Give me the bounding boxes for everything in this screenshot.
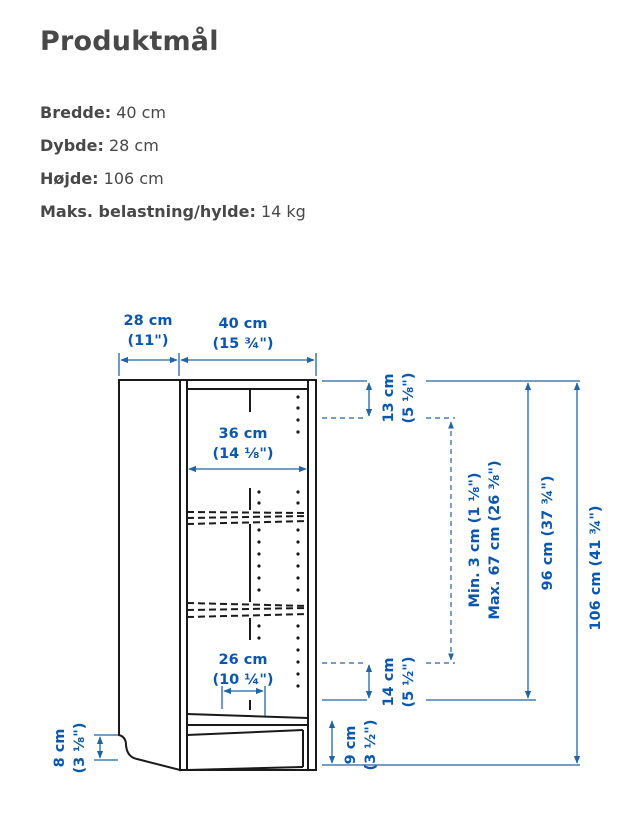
bottom-gap-inch-label: (5 ½") (401, 657, 417, 708)
dimension-diagram: 28 cm (11") 40 cm (15 ¾") 36 cm (14 ⅛") … (52, 313, 604, 774)
product-specs-list: Bredde: 40 cm Dybde: 28 cm Højde: 106 cm… (40, 96, 306, 228)
spec-depth: Dybde: 28 cm (40, 129, 306, 162)
spec-max-load: Maks. belastning/hylde: 14 kg (40, 195, 306, 228)
spec-value: 14 kg (260, 202, 306, 221)
top-gap-inch-label: (5 ⅛") (401, 373, 417, 424)
width-cm-label: 40 cm (219, 316, 268, 332)
shelf-pin-holes (257, 395, 300, 688)
dashed-guide-lines (322, 417, 455, 664)
spec-value: 40 cm (116, 103, 167, 122)
spec-value: 28 cm (108, 136, 159, 155)
inner-width-inch-label: (14 ⅛") (212, 446, 273, 462)
plinth-inch-label: (3 ½") (363, 720, 379, 771)
shelf-min-label: Min. 3 cm (1 ⅛") (467, 472, 483, 607)
spec-label: Maks. belastning/hylde: (40, 202, 256, 221)
spec-label: Højde: (40, 169, 99, 188)
total-height-label: 106 cm (41 ¾") (588, 505, 604, 630)
inner-width-cm-label: 36 cm (219, 426, 268, 442)
inner-depth-cm-label: 26 cm (219, 652, 268, 668)
spec-value: 106 cm (103, 169, 164, 188)
bookcase-drawing (118, 379, 317, 772)
plinth-cm-label: 9 cm (343, 726, 359, 765)
top-gap-cm-label: 13 cm (381, 374, 397, 423)
page-title: Produktmål (40, 26, 219, 57)
spec-label: Bredde: (40, 103, 112, 122)
spec-label: Dybde: (40, 136, 104, 155)
inner-depth-inch-label: (10 ¼") (212, 672, 273, 688)
inner-height-label: 96 cm (37 ¾") (540, 475, 556, 590)
depth-cm-label: 28 cm (124, 313, 173, 329)
side-cutout-cm-label: 8 cm (52, 729, 68, 768)
shelf-max-label: Max. 67 cm (26 ⅜") (487, 460, 503, 619)
spec-height: Højde: 106 cm (40, 162, 306, 195)
width-inch-label: (15 ¾") (212, 336, 273, 352)
dimension-lines (94, 353, 581, 766)
bottom-gap-cm-label: 14 cm (381, 658, 397, 707)
adjustable-shelves (186, 511, 309, 618)
depth-inch-label: (11") (128, 333, 169, 349)
spec-width: Bredde: 40 cm (40, 96, 306, 129)
side-cutout-inch-label: (3 ⅛") (72, 723, 88, 774)
